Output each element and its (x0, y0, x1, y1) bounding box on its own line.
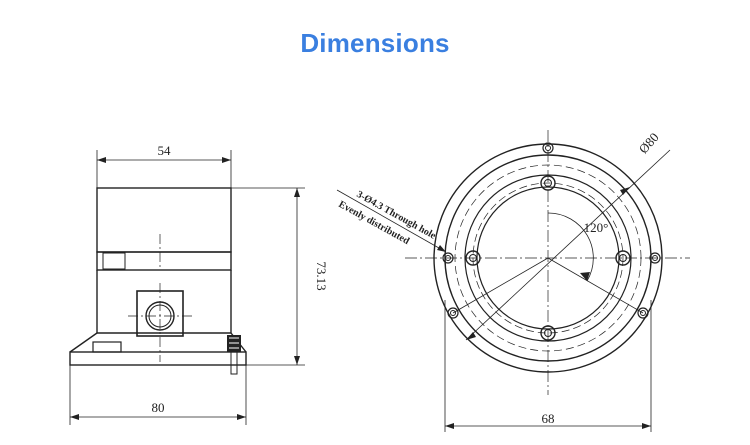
page-title: Dimensions (300, 28, 450, 58)
side-view (69, 150, 305, 425)
dim-bolt-circle: Ø80 (636, 130, 662, 157)
dim-height: 73.13 (314, 261, 329, 290)
dim-width-top: 54 (158, 143, 172, 158)
dim-angle: 120° (584, 220, 609, 235)
dim-diameter: 68 (542, 411, 555, 426)
top-view (336, 130, 690, 432)
dim-width-base: 80 (152, 400, 165, 415)
